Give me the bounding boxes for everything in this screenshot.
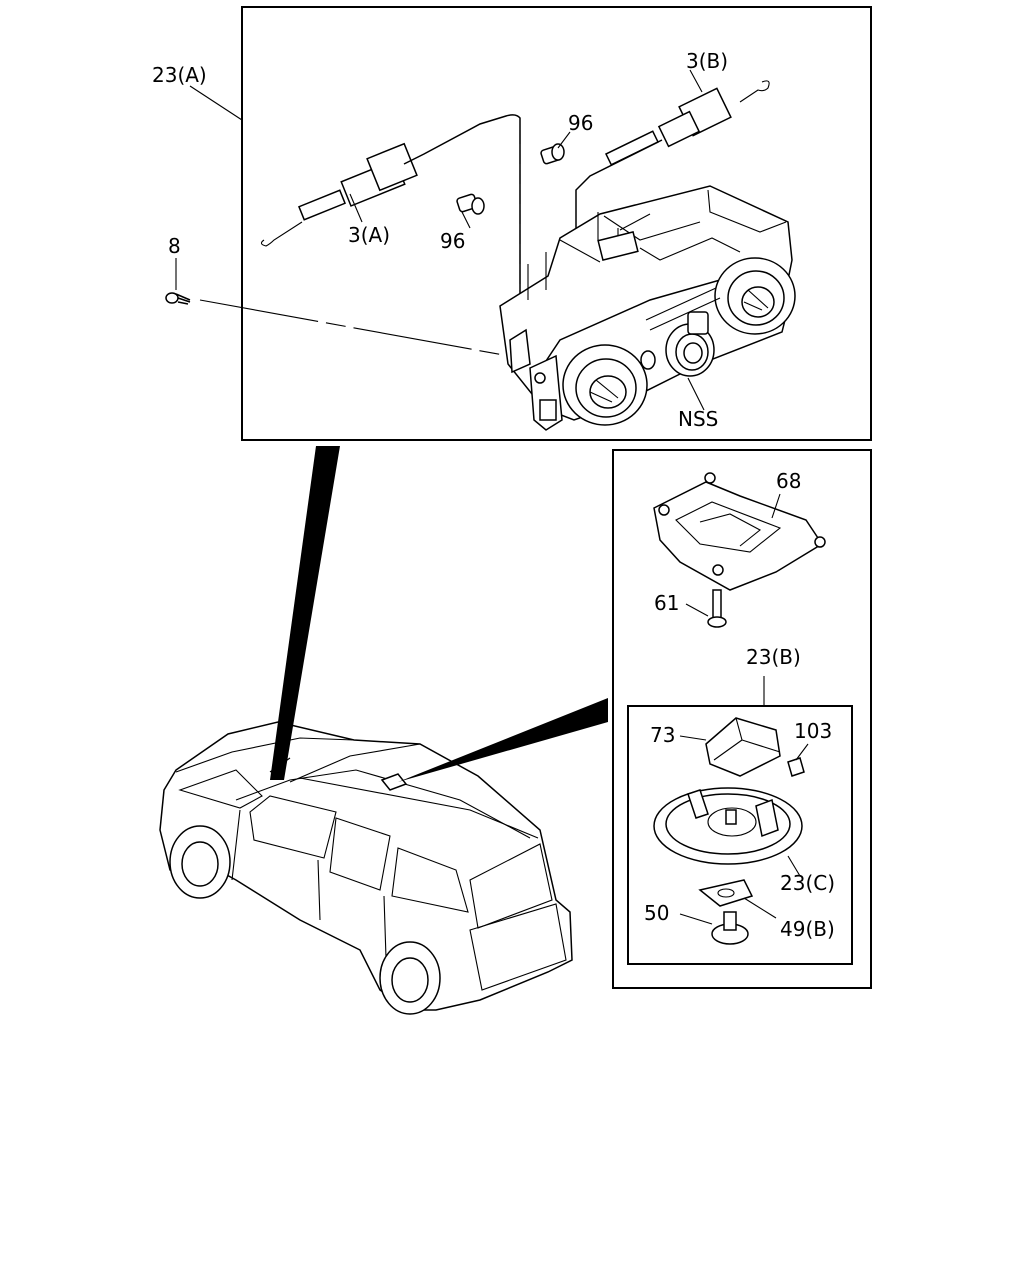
label-96-top: 96: [568, 111, 593, 135]
screw-8: [165, 258, 521, 359]
ceiling-parts-panel: [612, 449, 872, 989]
assembly-23b-frame: [627, 705, 853, 965]
vehicle-outline: [159, 721, 573, 1015]
callout-pointer-top: [270, 446, 340, 780]
leader-23a: [189, 85, 243, 121]
label-96-mid: 96: [440, 229, 465, 253]
label-73: 73: [650, 723, 675, 747]
label-nss: NSS: [678, 407, 718, 431]
control-head-unit: [499, 185, 796, 431]
label-103: 103: [794, 719, 832, 743]
heater-control-panel: [165, 6, 872, 441]
bulb-50: [679, 911, 749, 945]
lamp-73: [679, 717, 781, 777]
label-8: 8: [168, 234, 181, 258]
label-3b: 3(B): [686, 49, 728, 73]
screw-61: [685, 589, 727, 628]
panel-frame-top: [241, 6, 872, 441]
clip-96-top: [540, 131, 571, 165]
clip-103: [787, 743, 809, 777]
label-68: 68: [776, 469, 801, 493]
cable-3a: [260, 114, 521, 330]
clip-96-mid: [456, 193, 485, 229]
label-23c: 23(C): [780, 871, 835, 895]
label-49b: 49(B): [780, 917, 835, 941]
bracket-68: [653, 472, 826, 591]
label-3a: 3(A): [348, 223, 390, 247]
label-61: 61: [654, 591, 679, 615]
label-23a: 23(A): [152, 63, 207, 87]
panel-frame-right: [612, 449, 872, 989]
callout-pointer-right: [398, 698, 608, 782]
base-23c: [653, 787, 803, 877]
cable-3b: [575, 69, 770, 236]
gasket-49b: [698, 879, 777, 919]
label-50: 50: [644, 901, 669, 925]
label-23b: 23(B): [746, 645, 801, 669]
